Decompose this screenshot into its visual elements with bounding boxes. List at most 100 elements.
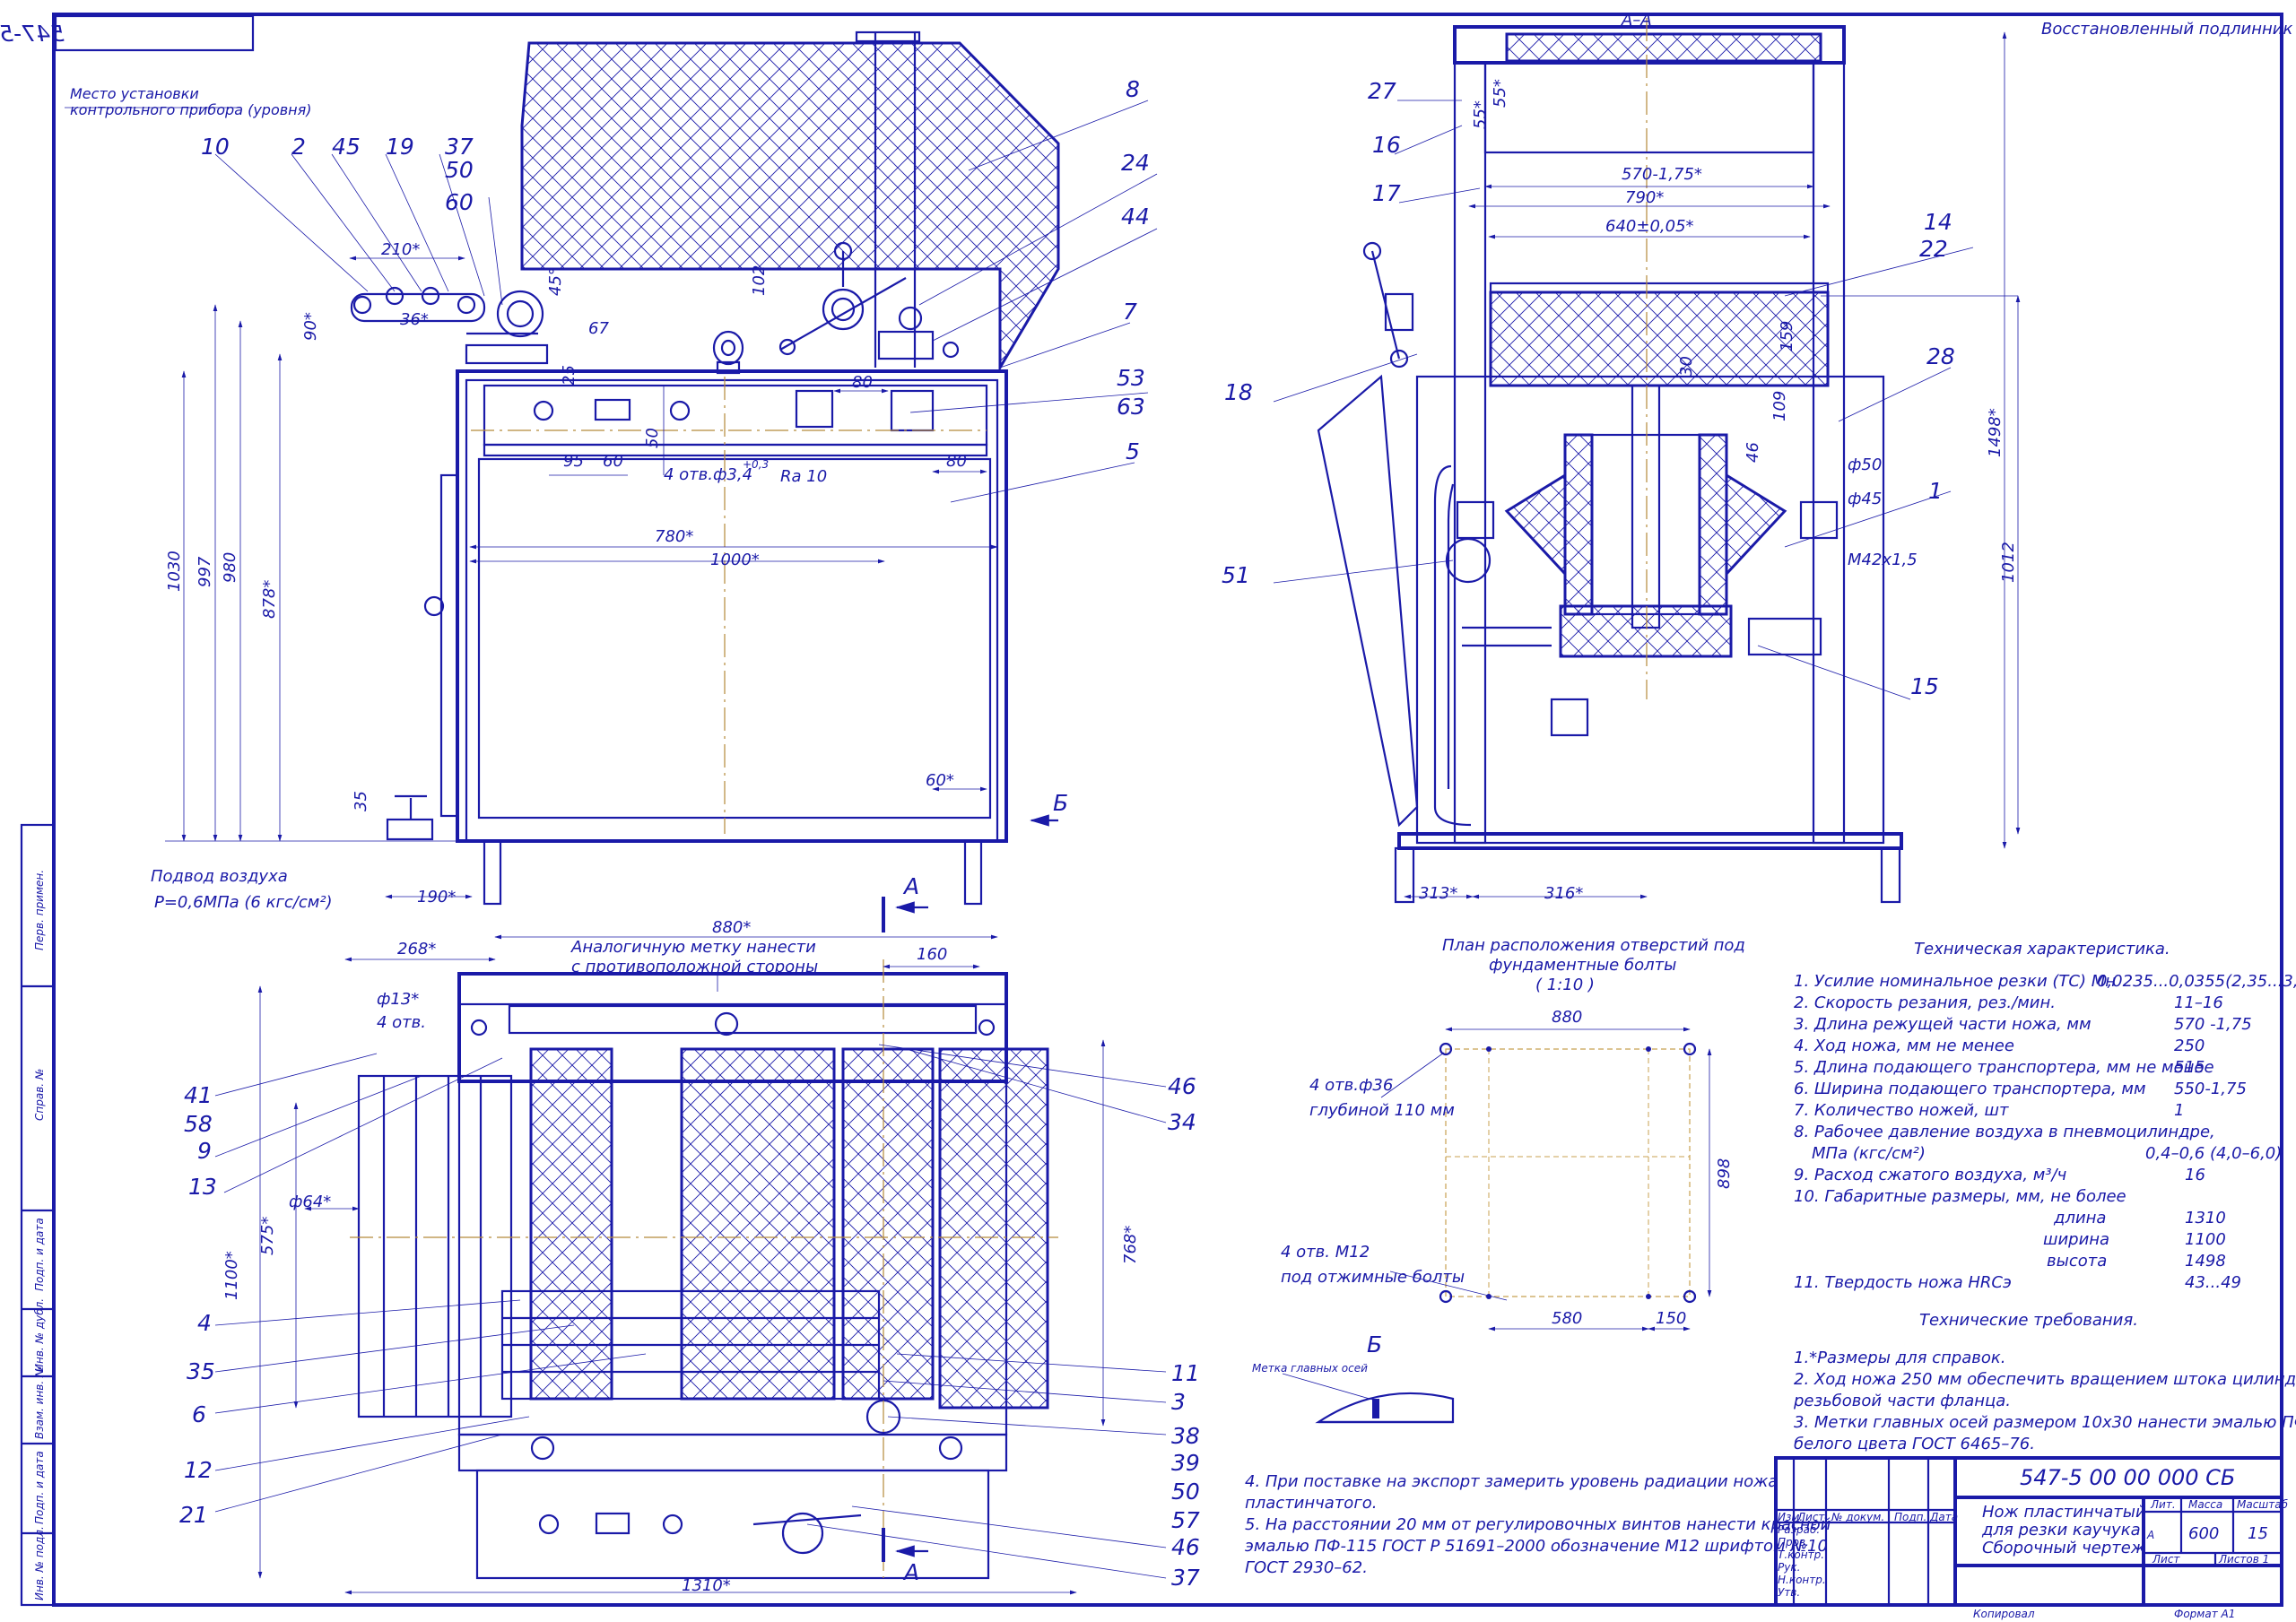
- foundation-dim-150: 150: [1656, 1309, 1686, 1328]
- dim-90: 90*: [301, 312, 320, 341]
- foundation-dim-580: 580: [1552, 1309, 1582, 1328]
- callout-24: 24: [1121, 150, 1150, 176]
- tech-row-4-label: 4. Ход ножа, мм не менее: [1794, 1037, 2014, 1055]
- mark-note-2: с противоположной стороны: [571, 958, 818, 976]
- callout-50b: 50: [1171, 1479, 1200, 1505]
- tb-col-scale: Масштаб: [2237, 1498, 2289, 1511]
- tb-hdr-date: Дата: [1929, 1511, 1958, 1523]
- dim-d64: ф64*: [289, 1193, 331, 1211]
- install-note-2: контрольного прибора (уровня): [70, 101, 312, 118]
- tech-row-9-label: 9. Расход сжатого воздуха, м³/ч: [1794, 1166, 2066, 1184]
- dim-780: 780*: [655, 527, 693, 546]
- sheet-frame: [52, 13, 2283, 1607]
- dim-316: 316*: [1544, 884, 1583, 903]
- tech-req-line-7: пластинчатого.: [1245, 1494, 1378, 1513]
- callout-41: 41: [184, 1082, 213, 1108]
- callout-63: 63: [1117, 394, 1145, 420]
- dim-55b: 55*: [1491, 79, 1509, 108]
- tb-name-1: Нож пластинчатый: [1982, 1503, 2146, 1522]
- dim-575: 575*: [258, 1217, 277, 1255]
- dim-102: 102: [750, 265, 769, 296]
- stamp-ref-no: Справ. №: [33, 1069, 46, 1121]
- callout-1: 1: [1928, 478, 1943, 504]
- tb-mass: 600: [2188, 1524, 2219, 1543]
- mirrored-designation: 547-5 00 00 000 СБ: [0, 21, 65, 47]
- tech-req-title: Технические требования.: [1919, 1311, 2138, 1330]
- tb-role-5: Н.контр.: [1778, 1574, 1826, 1586]
- stamp-replace-inv: Взам. инв. №: [33, 1366, 46, 1439]
- tb-role-6: Утв.: [1778, 1586, 1800, 1599]
- tech-row-length-value: 1310: [2185, 1209, 2226, 1227]
- dim-980: 980: [221, 552, 239, 583]
- callout-44: 44: [1121, 204, 1150, 230]
- tb-role-3: Т.контр.: [1778, 1548, 1824, 1561]
- dim-109: 109: [1770, 391, 1789, 421]
- tech-row-8-label: 8. Рабочее давление воздуха в пневмоцили…: [1794, 1123, 2215, 1141]
- roughness-note: Ra 10: [780, 467, 827, 486]
- dim-768: 768*: [1121, 1226, 1140, 1264]
- dim-d45: ф45: [1848, 490, 1882, 508]
- callout-50: 50: [445, 157, 474, 183]
- callout-16: 16: [1372, 132, 1401, 158]
- tech-row-height-label: высота: [2047, 1252, 2107, 1271]
- tech-row-2-label: 2. Скорость резания, рез./мин.: [1794, 993, 2056, 1012]
- foundation-dim-898: 898: [1715, 1158, 1734, 1189]
- dim-d50: ф50: [1848, 455, 1882, 474]
- dim-159: 159: [1778, 321, 1796, 351]
- callout-8: 8: [1126, 76, 1140, 102]
- foundation-dim-880: 880: [1552, 1008, 1582, 1027]
- tech-row-4-value: 250: [2174, 1037, 2205, 1055]
- dim-880: 880*: [712, 918, 751, 937]
- callout-38: 38: [1171, 1423, 1200, 1449]
- tech-req-line-10: ГОСТ 2930–62.: [1245, 1558, 1368, 1577]
- stamp-sign-date: Подп. и дата: [33, 1218, 46, 1291]
- cut-label-a-bottom: А: [902, 1559, 919, 1585]
- front-door: [477, 457, 992, 820]
- view-b-arrow-label: Б: [1053, 790, 1068, 816]
- tech-row-height-value: 1498: [2185, 1252, 2226, 1271]
- view-b: [1282, 1373, 1455, 1424]
- dim-268: 268*: [397, 940, 436, 958]
- tech-characteristics: Техническая характеристика. 1. Усилие но…: [1794, 940, 2296, 1292]
- callout-6: 6: [192, 1401, 206, 1427]
- dim-95: 95: [563, 452, 584, 471]
- tb-scale: 15: [2248, 1524, 2268, 1543]
- dim-4-holes: 4 отв.: [377, 1013, 426, 1032]
- tb-hdr-sign: Подп.: [1894, 1511, 1926, 1523]
- callout-7: 7: [1123, 299, 1137, 325]
- tech-req-line-5: белого цвета ГОСТ 6465–76.: [1794, 1435, 2035, 1453]
- dim-1012: 1012: [1999, 542, 2018, 583]
- dim-67: 67: [588, 319, 609, 338]
- tech-row-2-value: 11–16: [2174, 993, 2223, 1012]
- dim-50: 50: [643, 428, 662, 448]
- callout-37b: 37: [1171, 1565, 1200, 1591]
- callout-35: 35: [187, 1358, 215, 1384]
- callout-12: 12: [184, 1457, 213, 1483]
- dim-313: 313*: [1419, 884, 1457, 903]
- callout-5: 5: [1126, 438, 1140, 464]
- mark-note-1: Аналогичную метку нанести: [570, 938, 816, 957]
- dim-46: 46: [1744, 442, 1762, 463]
- callout-21: 21: [179, 1502, 208, 1528]
- mirrored-designation-box: [54, 14, 255, 52]
- callout-10: 10: [201, 134, 230, 160]
- foundation-title-1: План расположения отверстий под: [1442, 936, 1745, 955]
- tb-role-4: Рук.: [1778, 1561, 1800, 1574]
- tb-role-1: Разраб.: [1778, 1523, 1820, 1536]
- dim-45deg: 45°: [546, 267, 565, 296]
- dim-1000: 1000*: [710, 551, 760, 569]
- tech-row-width-label: ширина: [2043, 1230, 2109, 1249]
- foundation-title-2: фундаментные болты: [1489, 956, 1676, 975]
- cut-label-a-top: А: [902, 873, 919, 899]
- callout-18: 18: [1224, 379, 1253, 405]
- callout-9: 9: [197, 1138, 212, 1164]
- foundation-bolts-2: под отжимные болты: [1281, 1268, 1465, 1287]
- install-note-1: Место установки: [70, 85, 199, 102]
- stamp-dup-inv: Инв. № дубл.: [33, 1298, 46, 1372]
- restored-note: Восстановленный подлинник №7: [2041, 20, 2296, 39]
- tech-row-length-label: длина: [2053, 1209, 2106, 1227]
- callout-39: 39: [1171, 1450, 1200, 1476]
- stamp-sign-date-2: Подп. и дата: [33, 1451, 46, 1524]
- dim-878: 878*: [260, 580, 279, 619]
